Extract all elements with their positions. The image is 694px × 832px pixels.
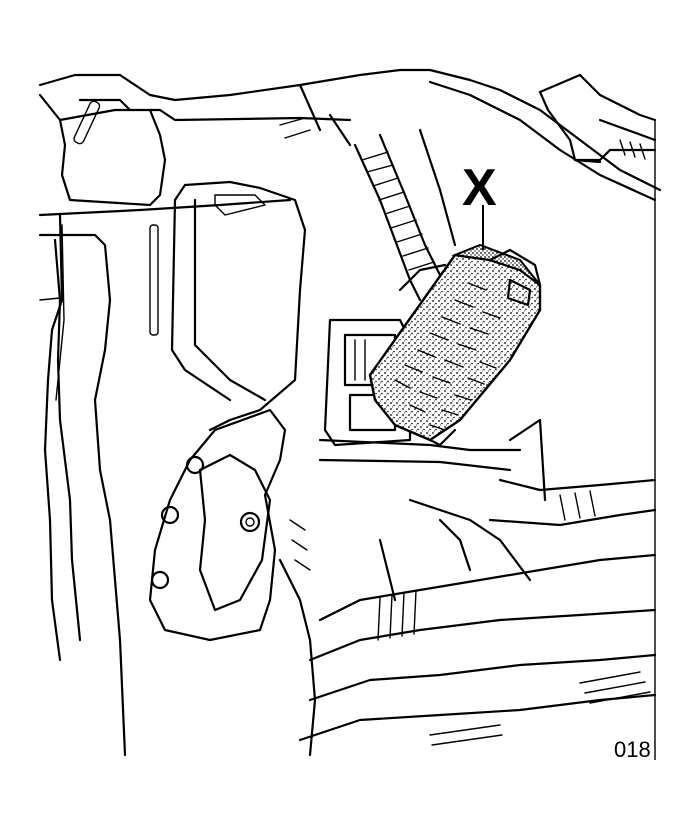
dashboard-upper-panel xyxy=(38,68,662,217)
left-pillar-bracket xyxy=(38,213,127,757)
center-mounting-panel xyxy=(149,180,307,432)
figure-reference-code: 018 xyxy=(614,737,651,762)
connector-x xyxy=(368,243,542,447)
relay-block xyxy=(318,318,547,502)
lower-mounting-bracket xyxy=(148,408,287,642)
callout-label-x: X xyxy=(462,159,497,217)
wiring-harness-upper xyxy=(279,83,457,302)
upper-right-trim-clip xyxy=(538,73,657,164)
wiring-harness-lower xyxy=(278,478,657,757)
